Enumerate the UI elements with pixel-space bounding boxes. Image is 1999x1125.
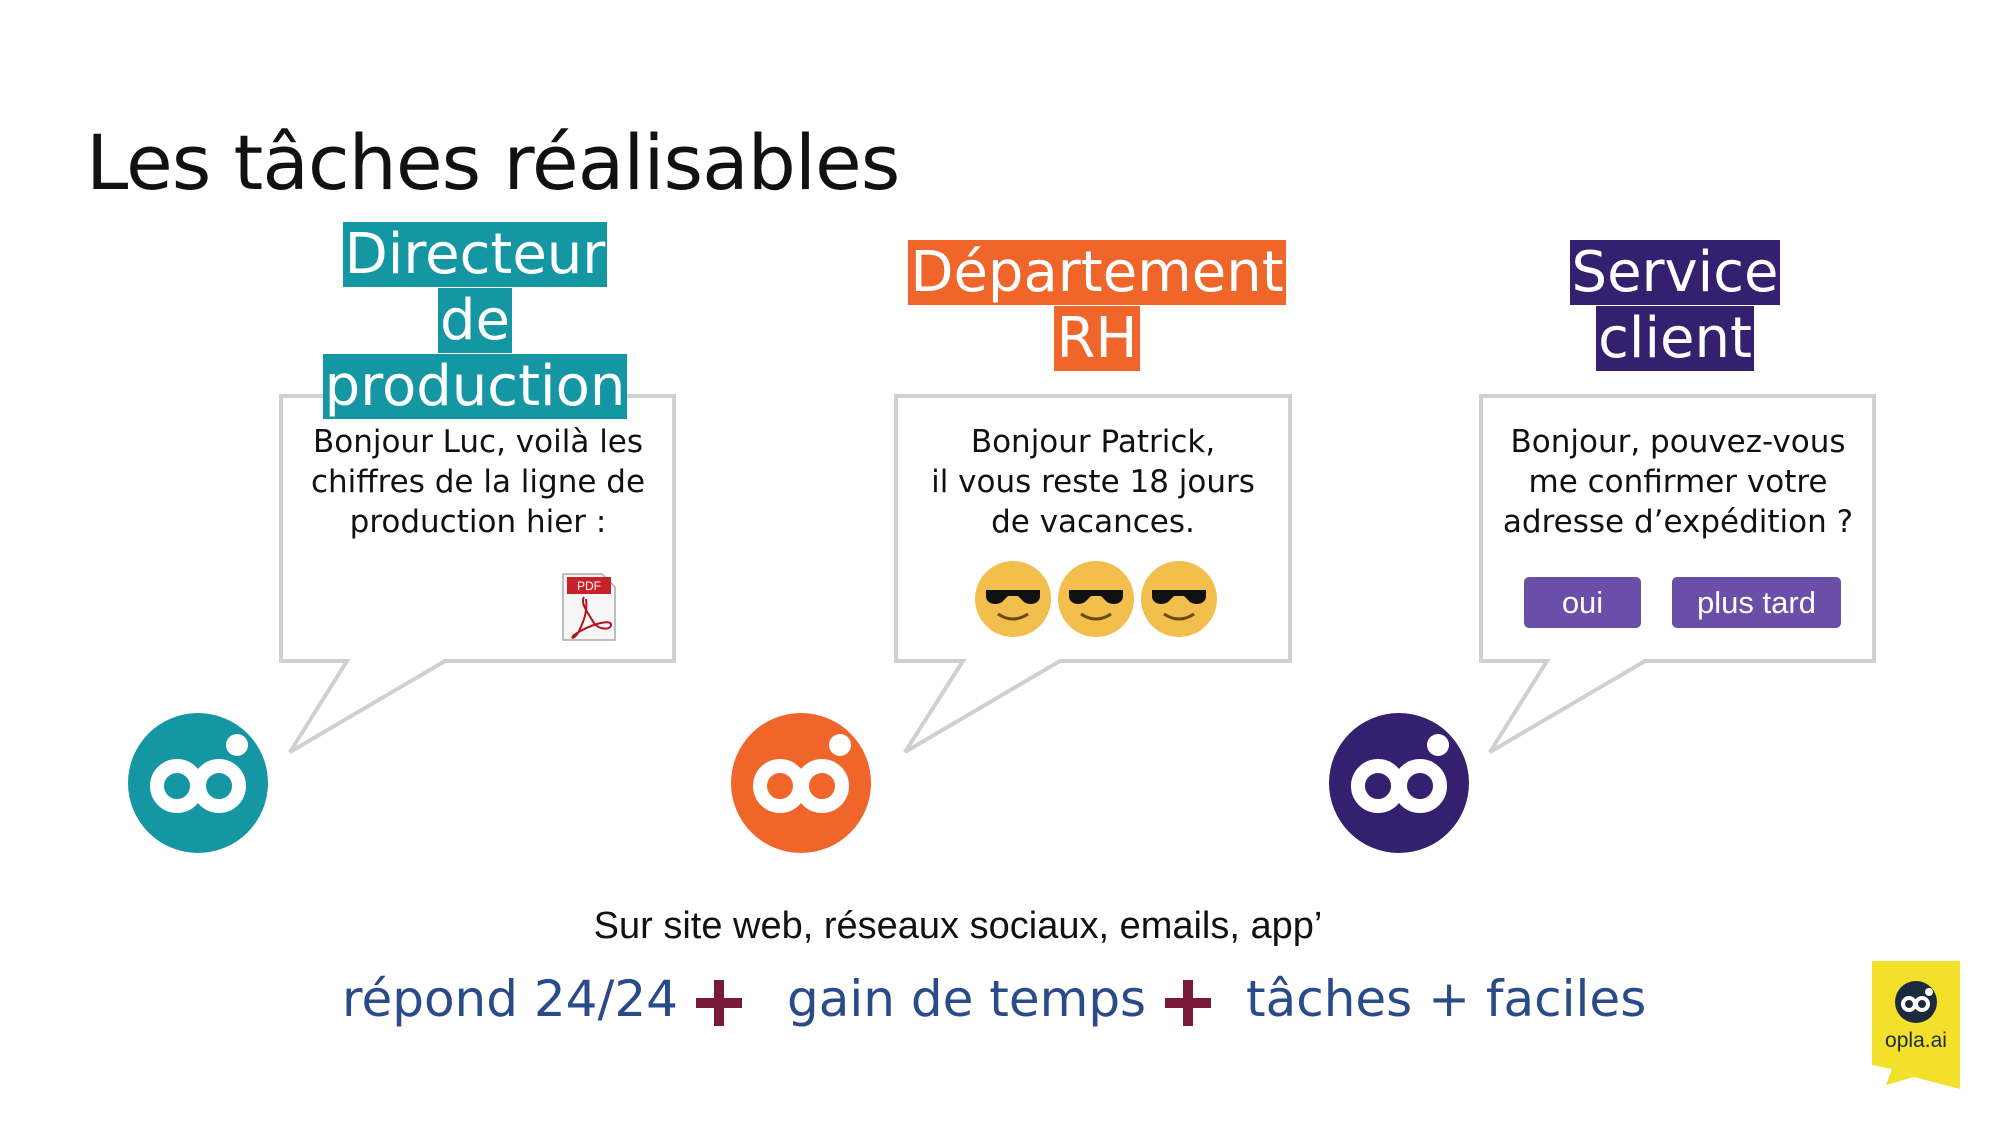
- label-line: client: [1596, 306, 1754, 371]
- label-line: Service: [1569, 240, 1781, 305]
- sunglasses-emoji-icon: [1058, 561, 1134, 637]
- sunglasses-emoji-icon: [1141, 561, 1217, 637]
- benefit-taches-faciles: tâches + faciles: [1246, 970, 1647, 1028]
- bot-avatar-teal-icon: [128, 713, 268, 853]
- plus-icon: [1165, 980, 1211, 1026]
- message-line: il vous reste 18 jours: [931, 464, 1255, 500]
- benefit-gain-de-temps: gain de temps: [787, 970, 1147, 1028]
- sunglasses-emoji-icon: [975, 561, 1051, 637]
- logo-text: opla.ai: [1885, 1029, 1947, 1052]
- message-line: de vacances.: [991, 504, 1195, 540]
- benefit-24-24: répond 24/24: [342, 970, 678, 1028]
- label-directeur-production: Directeur de production: [300, 222, 650, 420]
- label-line: production: [322, 354, 628, 419]
- message-line: Bonjour Patrick,: [970, 424, 1216, 460]
- message-line: adresse d’expédition ?: [1502, 504, 1854, 540]
- channels-text: Sur site web, réseaux sociaux, emails, a…: [593, 905, 1323, 947]
- bot-avatar-purple-icon: [1329, 713, 1469, 853]
- label-line: Département: [908, 240, 1286, 305]
- bot-avatar-orange-icon: [731, 713, 871, 853]
- message-line: production hier :: [349, 504, 607, 540]
- message-line: chiffres de la ligne de: [310, 464, 646, 500]
- plus-tard-button[interactable]: plus tard: [1672, 577, 1841, 628]
- plus-icon: [696, 980, 742, 1026]
- label-departement-rh: Département RH: [900, 240, 1294, 372]
- message-2: Bonjour Patrick, il vous reste 18 jours …: [898, 422, 1288, 542]
- oui-button[interactable]: oui: [1524, 577, 1641, 628]
- message-line: Bonjour Luc, voilà les: [312, 424, 644, 460]
- speech-bubble-3: [1479, 394, 1876, 754]
- label-service-client: Service client: [1560, 240, 1790, 372]
- opla-logo: opla.ai: [1872, 961, 1960, 1091]
- message-1: Bonjour Luc, voilà les chiffres de la li…: [283, 422, 673, 542]
- message-3: Bonjour, pouvez-vous me confirmer votre …: [1483, 422, 1873, 542]
- label-line: RH: [1054, 306, 1140, 371]
- pdf-label: PDF: [577, 579, 601, 593]
- page-title: Les tâches réalisables: [86, 118, 900, 207]
- message-line: Bonjour, pouvez-vous: [1510, 424, 1846, 460]
- pdf-attachment-icon[interactable]: PDF: [562, 573, 616, 641]
- label-line: Directeur de: [342, 222, 608, 353]
- message-line: me confirmer votre: [1528, 464, 1828, 500]
- speech-bubble-1: [279, 394, 676, 754]
